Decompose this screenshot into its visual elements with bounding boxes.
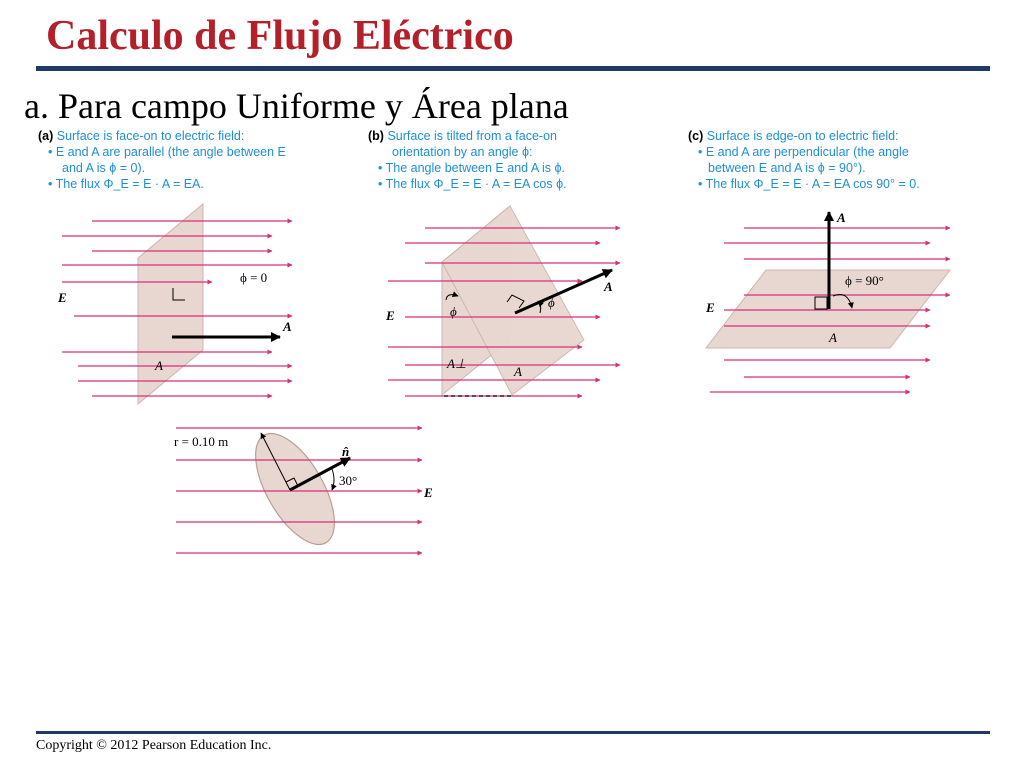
panel-a-diagram: ϕ = 0 E A A bbox=[57, 202, 293, 406]
panel-b-tilted-surface bbox=[441, 205, 585, 396]
panel-c-field-label: E bbox=[705, 300, 715, 315]
panel-b-phi-label: ϕ bbox=[548, 295, 555, 310]
panel-d-normal-vector bbox=[289, 456, 351, 492]
panel-b-field-label: E bbox=[385, 308, 395, 323]
slide-subtitle: a. Para campo Uniforme y Área plana bbox=[24, 86, 569, 126]
panel-d-angle-label: 30° bbox=[339, 473, 357, 488]
panel-d-right-angle bbox=[285, 477, 299, 487]
panel-c-right-angle bbox=[814, 296, 828, 310]
caption-c-line4: • The flux Φ_E = E · A = EA cos 90° = 0. bbox=[698, 177, 920, 191]
panel-a-field-label: E bbox=[57, 290, 67, 305]
panel-d-normal-label: n̂ bbox=[342, 444, 349, 459]
panel-c-vector-label: A bbox=[836, 210, 846, 225]
caption-c: (c) Surface is edge-on to electric field… bbox=[688, 128, 920, 192]
caption-c-line2: • E and A are perpendicular (the angle bbox=[698, 145, 909, 159]
caption-a-line2: • E and A are parallel (the angle betwee… bbox=[48, 145, 286, 159]
title-underline bbox=[36, 66, 990, 71]
panel-c-angle-arc bbox=[832, 294, 854, 309]
panel-c-diagram: A ϕ = 90° E A bbox=[704, 210, 952, 395]
panel-a-vector-label: A bbox=[282, 319, 292, 334]
caption-b-line3: • The angle between E and A is ϕ. bbox=[378, 161, 565, 175]
panel-d-field-label: E bbox=[423, 485, 433, 500]
caption-b-letter: (b) bbox=[368, 129, 384, 143]
panel-a-field-lines bbox=[62, 218, 293, 399]
panel-a-surface bbox=[137, 202, 204, 406]
footer-rule bbox=[36, 731, 990, 734]
panel-b-diagram: E A ϕ ϕ A A⊥ bbox=[385, 204, 621, 399]
panel-d-radius-line bbox=[260, 432, 291, 491]
caption-c-line1: Surface is edge-on to electric field: bbox=[706, 129, 899, 143]
panel-b-area-label: A bbox=[513, 364, 522, 379]
caption-a-line4: • The flux Φ_E = E · A = EA. bbox=[48, 177, 204, 191]
caption-a-letter: (a) bbox=[38, 129, 54, 143]
caption-c-letter: (c) bbox=[688, 129, 704, 143]
caption-c-line3: between E and A is ϕ = 90°). bbox=[708, 161, 866, 175]
panel-b-tilt-arc bbox=[445, 291, 459, 301]
panel-b-tilt-phi-label: ϕ bbox=[450, 304, 457, 319]
panel-b-angle-arc bbox=[537, 300, 544, 314]
panel-b-right-angle bbox=[506, 294, 525, 309]
caption-a: (a) Surface is face-on to electric field… bbox=[38, 128, 286, 192]
panel-d-angle-arc bbox=[331, 468, 337, 491]
caption-a-line1: Surface is face-on to electric field: bbox=[56, 129, 245, 143]
copyright-notice: Copyright © 2012 Pearson Education Inc. bbox=[36, 738, 272, 753]
slide-title: Calculo de Flujo Eléctrico bbox=[46, 13, 514, 59]
panel-c-field-lines-behind bbox=[724, 225, 951, 262]
panel-d-radius-label: r = 0.10 m bbox=[174, 434, 228, 449]
panel-c-phi-label: ϕ = 90° bbox=[845, 273, 884, 288]
panel-c-field-lines bbox=[710, 292, 951, 395]
panel-c-area-label: A bbox=[828, 330, 837, 345]
panel-b-vector-label: A bbox=[603, 279, 613, 294]
caption-b: (b) Surface is tilted from a face-on ori… bbox=[368, 128, 567, 192]
panel-a-area-label: A bbox=[154, 358, 163, 373]
caption-a-line3: and A is ϕ = 0). bbox=[62, 161, 146, 175]
panel-d-field-lines bbox=[176, 425, 423, 556]
panel-b-perp-area-label: A⊥ bbox=[446, 356, 466, 371]
caption-b-line2: orientation by an angle ϕ: bbox=[392, 145, 533, 159]
panel-a-phi-label: ϕ = 0 bbox=[240, 270, 267, 285]
panel-b-area-vector bbox=[514, 268, 613, 315]
caption-b-line4: • The flux Φ_E = E · A = EA cos ϕ. bbox=[378, 177, 567, 191]
caption-b-line1: Surface is tilted from a face-on bbox=[387, 129, 557, 143]
panel-a-right-angle bbox=[172, 288, 185, 301]
panel-d-diagram: r = 0.10 m n̂ 30° E bbox=[174, 425, 433, 556]
